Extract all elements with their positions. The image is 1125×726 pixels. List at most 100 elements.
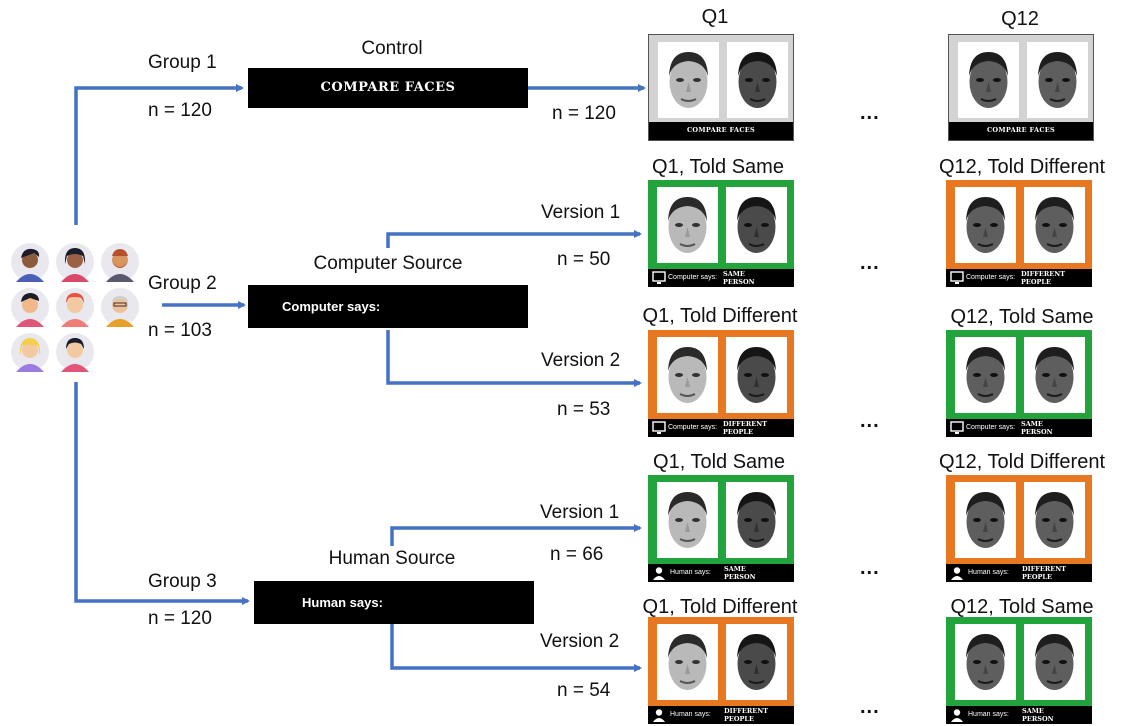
face-photo-a <box>958 42 1019 118</box>
control-box-text: COMPARE FACES <box>320 80 456 95</box>
row-2-q12-title: Q12, Told Different <box>938 156 1106 178</box>
ellipsis-row-3: ... <box>860 410 880 432</box>
face-photo-b <box>726 482 787 558</box>
row-5-q1-title: Q1, Told Different <box>642 596 798 618</box>
control-condition-box: COMPARE FACES <box>248 68 528 108</box>
arrow-to-control <box>74 84 244 225</box>
group-2-n: n = 103 <box>148 320 212 341</box>
face-photo-a <box>657 337 718 413</box>
person-icon <box>951 567 963 580</box>
row-2-q1-title: Q1, Told Same <box>652 156 784 178</box>
person-icon <box>951 709 963 722</box>
face-photo-a <box>955 624 1016 700</box>
person-avatar-icon <box>55 332 95 372</box>
person-avatar-icon <box>100 287 140 327</box>
face-photo-b <box>726 624 787 700</box>
arrow-human-v1 <box>390 524 642 546</box>
computer-version-2-n: n = 53 <box>557 399 611 420</box>
row-5-q12-title: Q12, Told Same <box>950 596 1094 618</box>
face-photo-b <box>1024 482 1085 558</box>
face-photo-b <box>726 187 787 263</box>
computer-box-text: Computer says: <box>282 299 381 314</box>
computer-condition-box: Computer says: <box>248 285 528 328</box>
ellipsis-row-2: ... <box>860 252 880 274</box>
arrow-computer-v2 <box>386 330 642 387</box>
face-photo-b <box>1027 42 1088 118</box>
computer-icon <box>950 271 964 284</box>
row-1-q1-title: Q1 <box>701 6 729 28</box>
face-photo-b <box>1024 187 1085 263</box>
human-source-title: Human Source <box>328 548 456 569</box>
person-avatar-icon <box>10 332 50 372</box>
face-photo-b <box>1024 624 1085 700</box>
human-version-2-n: n = 54 <box>557 680 611 701</box>
control-branch-n: n = 120 <box>552 103 616 124</box>
participants-icon-group <box>8 240 140 372</box>
face-photo-a <box>955 337 1016 413</box>
ellipsis-row-4: ... <box>860 557 880 579</box>
human-condition-box: Human says: <box>254 581 534 624</box>
human-version-2-label: Version 2 <box>540 631 620 652</box>
ellipsis-row-5: ... <box>860 696 880 718</box>
computer-icon <box>652 421 666 434</box>
human-version-1-n: n = 66 <box>550 544 604 565</box>
row-3-q12-title: Q12, Told Same <box>950 306 1094 328</box>
face-photo-a <box>955 187 1016 263</box>
face-photo-b <box>727 42 788 118</box>
person-avatar-icon <box>10 287 50 327</box>
card-compare-text: COMPARE FACES <box>986 126 1056 134</box>
group-1-label: Group 1 <box>148 52 217 73</box>
group-2-label: Group 2 <box>148 273 217 294</box>
face-photo-a <box>955 482 1016 558</box>
person-avatar-icon <box>55 242 95 282</box>
computer-source-title: Computer Source <box>313 253 463 274</box>
face-photo-b <box>1024 337 1085 413</box>
card-compare-text: COMPARE FACES <box>686 126 756 134</box>
row-4-q12-title: Q12, Told Different <box>938 451 1106 473</box>
group-3-n: n = 120 <box>148 608 212 629</box>
row-1-q12-title: Q12 <box>1001 8 1039 30</box>
computer-version-1-n: n = 50 <box>557 249 611 270</box>
person-icon <box>653 567 665 580</box>
computer-icon <box>950 421 964 434</box>
human-box-text: Human says: <box>302 595 383 610</box>
control-title: Control <box>361 38 423 59</box>
person-avatar-icon <box>100 242 140 282</box>
arrow-to-human <box>74 382 250 605</box>
person-icon <box>653 709 665 722</box>
group-3-label: Group 3 <box>148 571 217 592</box>
human-version-1-label: Version 1 <box>540 502 620 523</box>
computer-icon <box>652 271 666 284</box>
group-1-n: n = 120 <box>148 100 212 121</box>
face-photo-a <box>658 42 719 118</box>
arrow-computer-v1 <box>386 230 642 248</box>
question-card-q1-control: COMPARE FACES <box>648 34 794 141</box>
arrow-human-v2 <box>390 624 642 672</box>
row-4-q1-title: Q1, Told Same <box>653 451 785 473</box>
question-card-q12-control: COMPARE FACES <box>948 34 1094 141</box>
person-avatar-icon <box>55 287 95 327</box>
row-3-q1-title: Q1, Told Different <box>642 305 798 327</box>
face-photo-a <box>657 187 718 263</box>
ellipsis-row-1: ... <box>860 102 880 124</box>
face-photo-a <box>657 624 718 700</box>
computer-version-2-label: Version 2 <box>541 350 621 371</box>
computer-version-1-label: Version 1 <box>541 202 621 223</box>
